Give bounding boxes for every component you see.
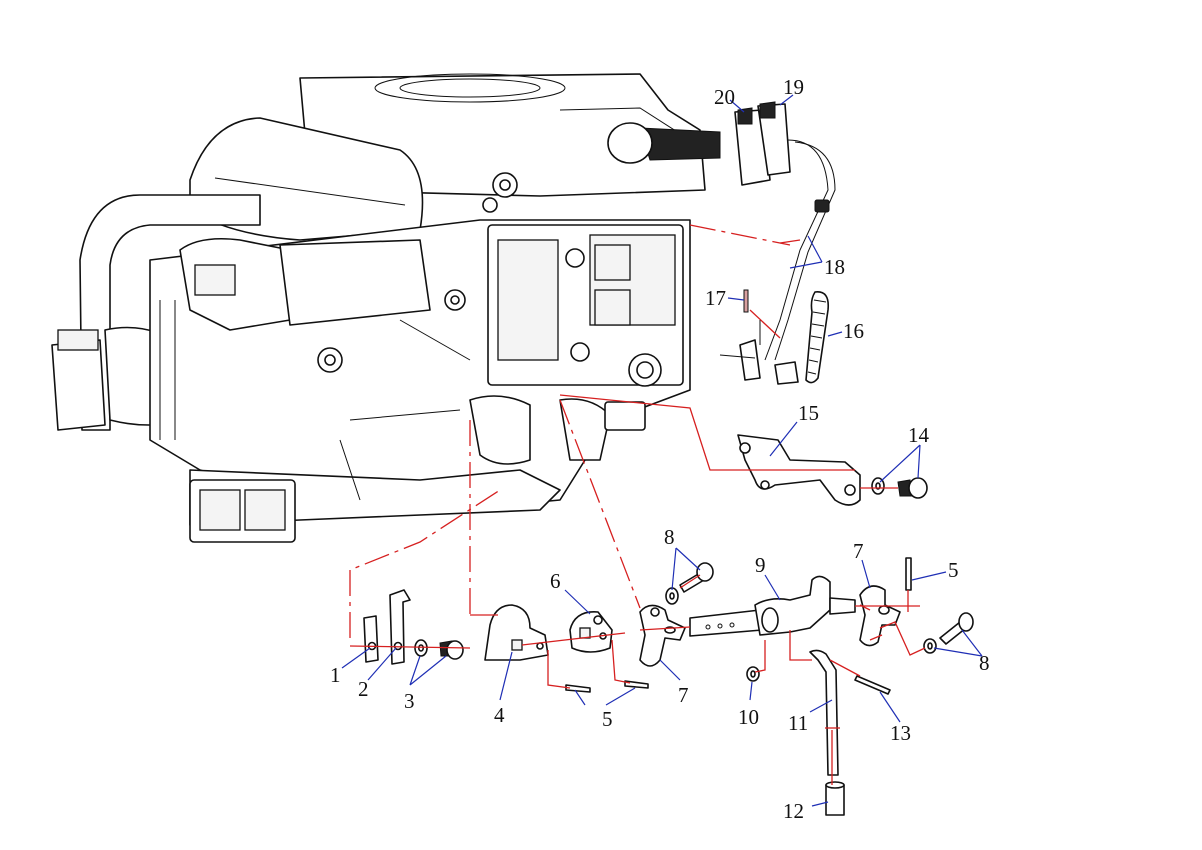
callout-12: 12: [783, 799, 804, 823]
wiring-harness: [719, 101, 836, 385]
callout-19: 19: [783, 75, 804, 99]
callout-20: 20: [714, 85, 735, 109]
lever-4: [484, 604, 549, 661]
callout-1: 1: [330, 663, 341, 687]
assembly-lines: [349, 224, 926, 785]
callout-11: 11: [788, 711, 808, 735]
pin-5: [565, 557, 912, 693]
callout-6: 6: [550, 569, 561, 593]
callout-5-lower: 5: [602, 707, 613, 731]
plate-1: [363, 615, 379, 663]
bolt-8: [665, 562, 974, 654]
callout-16: 16: [843, 319, 864, 343]
callout-2: 2: [358, 677, 369, 701]
lever-7: [639, 585, 901, 667]
callout-9: 9: [755, 553, 766, 577]
callout-10: 10: [738, 705, 759, 729]
callout-13: 13: [890, 721, 911, 745]
callout-14: 14: [908, 423, 930, 447]
pin-13: [854, 675, 891, 695]
callout-8-upper: 8: [664, 525, 675, 549]
bolt-and-washer-14: [871, 477, 928, 499]
callout-17: 17: [705, 286, 726, 310]
callout-8-right: 8: [979, 651, 990, 675]
callout-labels: 1 2 3 4 5 5 6 7 7 8 8 9 10 11 12 13 14 1…: [330, 75, 990, 823]
spacer-12: [825, 781, 845, 816]
rod-11: [809, 649, 839, 776]
callout-3: 3: [404, 689, 415, 713]
callout-4: 4: [494, 703, 505, 727]
engine-assembly: [51, 73, 721, 543]
callout-7-lower: 7: [678, 683, 689, 707]
washer-bolt-3: [414, 639, 464, 660]
shaft-9: [689, 575, 856, 637]
collar-6: [569, 611, 613, 653]
callout-7-upper: 7: [853, 539, 864, 563]
callout-15: 15: [798, 401, 819, 425]
leader-lines: [341, 94, 983, 807]
bracket-2: [389, 589, 411, 665]
callout-18: 18: [824, 255, 845, 279]
callout-5-right: 5: [948, 558, 959, 582]
washer-10: [746, 666, 760, 682]
